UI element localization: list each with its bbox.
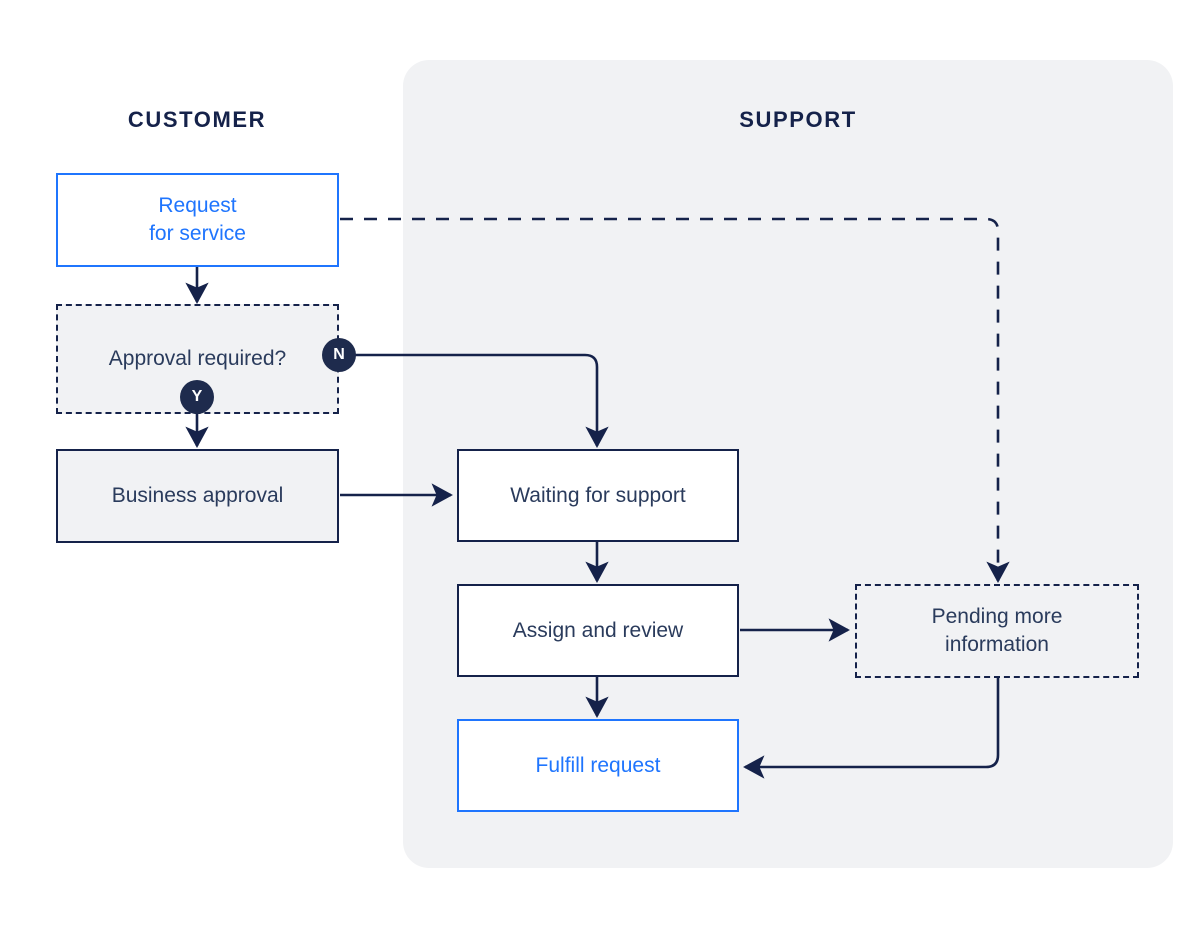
node-pending-more-information[interactable]: Pending more information bbox=[855, 584, 1139, 678]
badge-decision-no[interactable]: N bbox=[322, 338, 356, 372]
connector-request-to-pending bbox=[340, 217, 1010, 583]
node-assign-and-review[interactable]: Assign and review bbox=[457, 584, 739, 677]
node-waiting-for-support[interactable]: Waiting for support bbox=[457, 449, 739, 542]
node-request-for-service-line1: Request bbox=[158, 194, 237, 218]
node-waiting-for-support-label: Waiting for support bbox=[510, 483, 686, 507]
node-business-approval[interactable]: Business approval bbox=[56, 449, 339, 543]
connector-pending-to-fulfill bbox=[743, 678, 1000, 779]
badge-decision-yes[interactable]: Y bbox=[180, 380, 214, 414]
node-business-approval-label: Business approval bbox=[111, 484, 284, 508]
node-pending-more-information-line1: Pending more bbox=[931, 605, 1063, 629]
connector-approval-no-to-waiting bbox=[352, 353, 609, 448]
node-request-for-service[interactable]: Request for service bbox=[56, 173, 339, 267]
node-request-for-service-line2: for service bbox=[149, 222, 246, 245]
node-pending-more-information-line2: information bbox=[945, 633, 1049, 656]
node-assign-and-review-label: Assign and review bbox=[512, 618, 684, 642]
node-approval-required-label: Approval required? bbox=[108, 347, 287, 371]
node-fulfill-request-label: Fulfill request bbox=[535, 753, 661, 777]
node-request-for-service-label: Request for service bbox=[139, 192, 256, 247]
node-pending-more-information-label: Pending more information bbox=[922, 603, 1073, 658]
lane-title-customer: CUSTOMER bbox=[127, 107, 267, 132]
lane-title-support: SUPPORT bbox=[739, 107, 857, 132]
node-fulfill-request[interactable]: Fulfill request bbox=[457, 719, 739, 812]
